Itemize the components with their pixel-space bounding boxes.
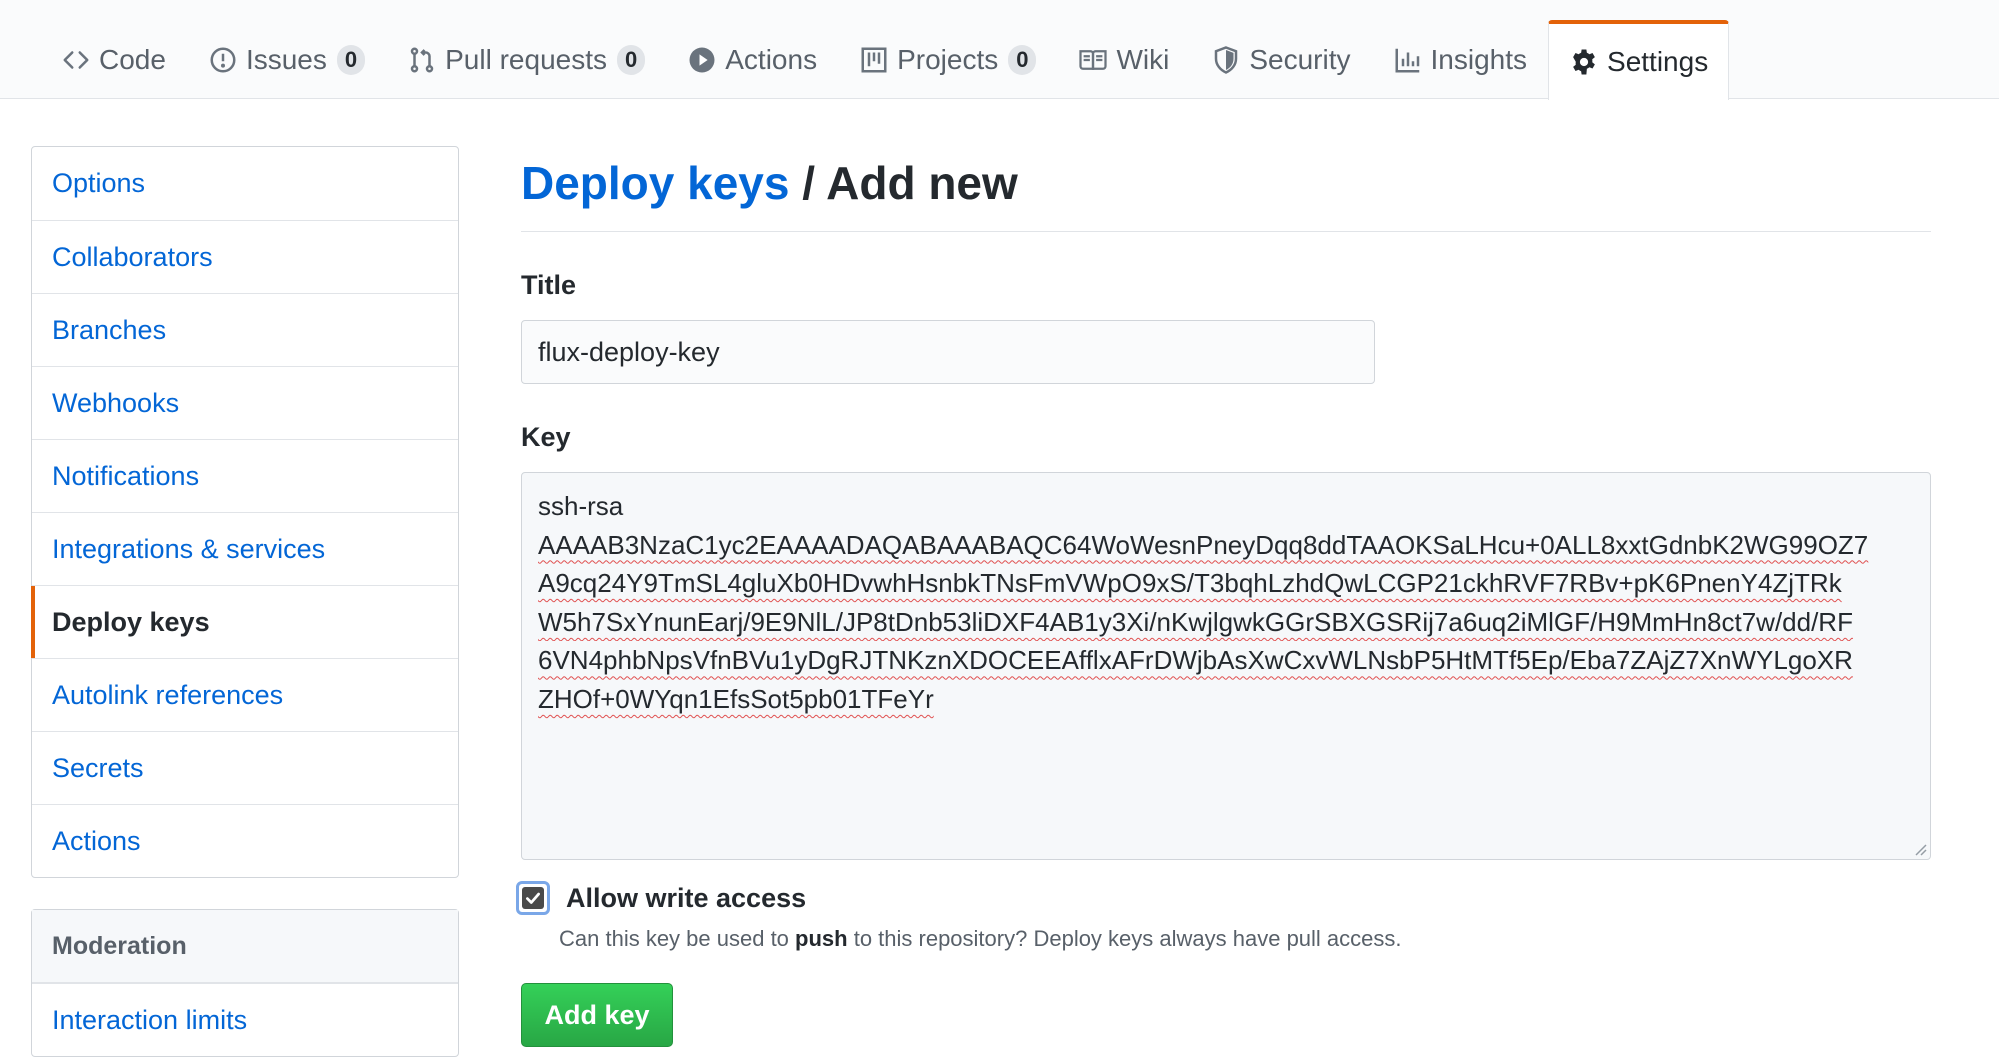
sidebar-item-notifications[interactable]: Notifications	[32, 439, 458, 512]
play-icon	[687, 45, 717, 75]
key-line: ZHOf+0WYqn1EfsSot5pb01TFeYr	[538, 683, 934, 714]
sidebar-item-label: Secrets	[52, 752, 144, 783]
allow-write-checkbox[interactable]	[516, 881, 550, 915]
add-key-button[interactable]: Add key	[521, 983, 673, 1047]
breadcrumb-separator: /	[802, 157, 816, 209]
sidebar-item-branches[interactable]: Branches	[32, 293, 458, 366]
sidebar-item-label: Actions	[52, 825, 141, 856]
allow-write-row: Allow write access	[516, 881, 806, 915]
key-textarea[interactable]: ssh-rsa AAAAB3NzaC1yc2EAAAADAQABAAABAQC6…	[521, 472, 1931, 860]
title-label: Title	[521, 270, 577, 300]
sidebar-item-label: Options	[52, 168, 146, 198]
sidebar-item-secrets[interactable]: Secrets	[32, 731, 458, 804]
tab-security[interactable]: Security	[1190, 20, 1371, 99]
pull-requests-count-badge: 0	[617, 45, 646, 75]
key-line: ssh-rsa	[538, 491, 624, 521]
repo-nav-tabs: Code Issues 0 Pull requests 0 Actions	[40, 20, 1730, 100]
tab-pull-requests[interactable]: Pull requests 0	[386, 20, 666, 99]
sidebar-item-label: Notifications	[52, 460, 200, 491]
tab-label: Pull requests	[445, 44, 607, 75]
projects-count-badge: 0	[1008, 45, 1037, 75]
sidebar-item-integrations-services[interactable]: Integrations & services	[32, 512, 458, 585]
key-line: W5h7SxYnunEarj/9E9NlL/JP8tDnb53liDXF4AB1…	[538, 606, 1853, 637]
allow-write-help-text: Can this key be used to push to this rep…	[559, 926, 1402, 952]
tab-label: Insights	[1430, 44, 1528, 75]
sidebar-item-deploy-keys[interactable]: Deploy keys	[31, 585, 458, 658]
checkmark-icon	[522, 887, 544, 909]
issues-count-badge: 0	[336, 45, 366, 75]
tab-label: Issues	[245, 44, 327, 75]
tab-code[interactable]: Code	[40, 20, 187, 99]
help-text-bold: push	[795, 926, 848, 951]
sidebar-item-label: Interaction limits	[52, 1004, 248, 1035]
issue-icon	[208, 45, 238, 75]
sidebar-item-label: Integrations & services	[52, 533, 326, 564]
tab-actions[interactable]: Actions	[666, 20, 838, 99]
help-text-part: Can this key be used to	[559, 926, 796, 951]
allow-write-label[interactable]: Allow write access	[566, 882, 807, 913]
tab-label: Wiki	[1116, 44, 1170, 75]
sidebar-item-collaborators[interactable]: Collaborators	[32, 220, 458, 293]
sidebar-item-label: Deploy keys	[52, 606, 210, 637]
sidebar-item-label: Webhooks	[52, 387, 180, 418]
shield-icon	[1211, 45, 1241, 75]
breadcrumb-current: Add new	[826, 157, 1018, 209]
key-line: 6VN4phbNpsVfnBVu1yDgRJTNKznXDOCEEAfflxAF…	[538, 645, 1853, 676]
moderation-sidebar: Moderation Interaction limits	[31, 909, 459, 1057]
tab-projects[interactable]: Projects 0	[838, 20, 1057, 99]
key-line: AAAAB3NzaC1yc2EAAAADAQABAAABAQC64WoWesnP…	[538, 529, 1869, 560]
sidebar-item-label: Collaborators	[52, 241, 213, 272]
gear-icon	[1569, 47, 1599, 77]
tab-label: Security	[1249, 44, 1351, 75]
deploy-key-form: Deploy keys / Add new Title flux-deploy-…	[516, 146, 1931, 1047]
sidebar-item-autolink-references[interactable]: Autolink references	[32, 658, 458, 731]
sidebar-item-label: Branches	[52, 314, 167, 345]
tab-insights[interactable]: Insights	[1372, 20, 1549, 99]
key-line: A9cq24Y9TmSL4gluXb0HDvwhHsnbkTNsFmVWpO9x…	[538, 568, 1842, 599]
tab-label: Settings	[1607, 46, 1709, 77]
sidebar-item-label: Autolink references	[52, 679, 284, 710]
tab-settings[interactable]: Settings	[1548, 20, 1730, 100]
book-icon	[1078, 45, 1108, 75]
sidebar-item-actions[interactable]: Actions	[32, 804, 458, 877]
project-board-icon	[859, 45, 889, 75]
title-input[interactable]: flux-deploy-key	[521, 320, 1375, 384]
pull-request-icon	[407, 45, 437, 75]
sidebar-item-options[interactable]: Options	[32, 147, 458, 220]
sidebar-item-webhooks[interactable]: Webhooks	[32, 366, 458, 439]
tab-label: Actions	[725, 44, 818, 75]
tab-wiki[interactable]: Wiki	[1057, 20, 1190, 99]
code-icon	[61, 45, 91, 75]
page-title: Deploy keys / Add new	[521, 146, 1931, 232]
deploy-keys-breadcrumb-link[interactable]: Deploy keys	[521, 157, 790, 209]
graph-icon	[1393, 45, 1423, 75]
tab-label: Projects	[897, 44, 999, 75]
help-text-part: to this repository? Deploy keys always h…	[847, 926, 1402, 951]
tab-label: Code	[99, 44, 166, 75]
repo-nav-bar: Code Issues 0 Pull requests 0 Actions	[0, 0, 1999, 100]
sidebar-item-interaction-limits[interactable]: Interaction limits	[32, 983, 458, 1056]
tab-issues[interactable]: Issues 0	[187, 20, 386, 99]
settings-sidebar: Options Collaborators Branches Webhooks …	[31, 146, 459, 878]
moderation-heading: Moderation	[32, 910, 458, 983]
key-label: Key	[521, 422, 571, 452]
resize-handle-icon[interactable]	[1913, 842, 1927, 856]
